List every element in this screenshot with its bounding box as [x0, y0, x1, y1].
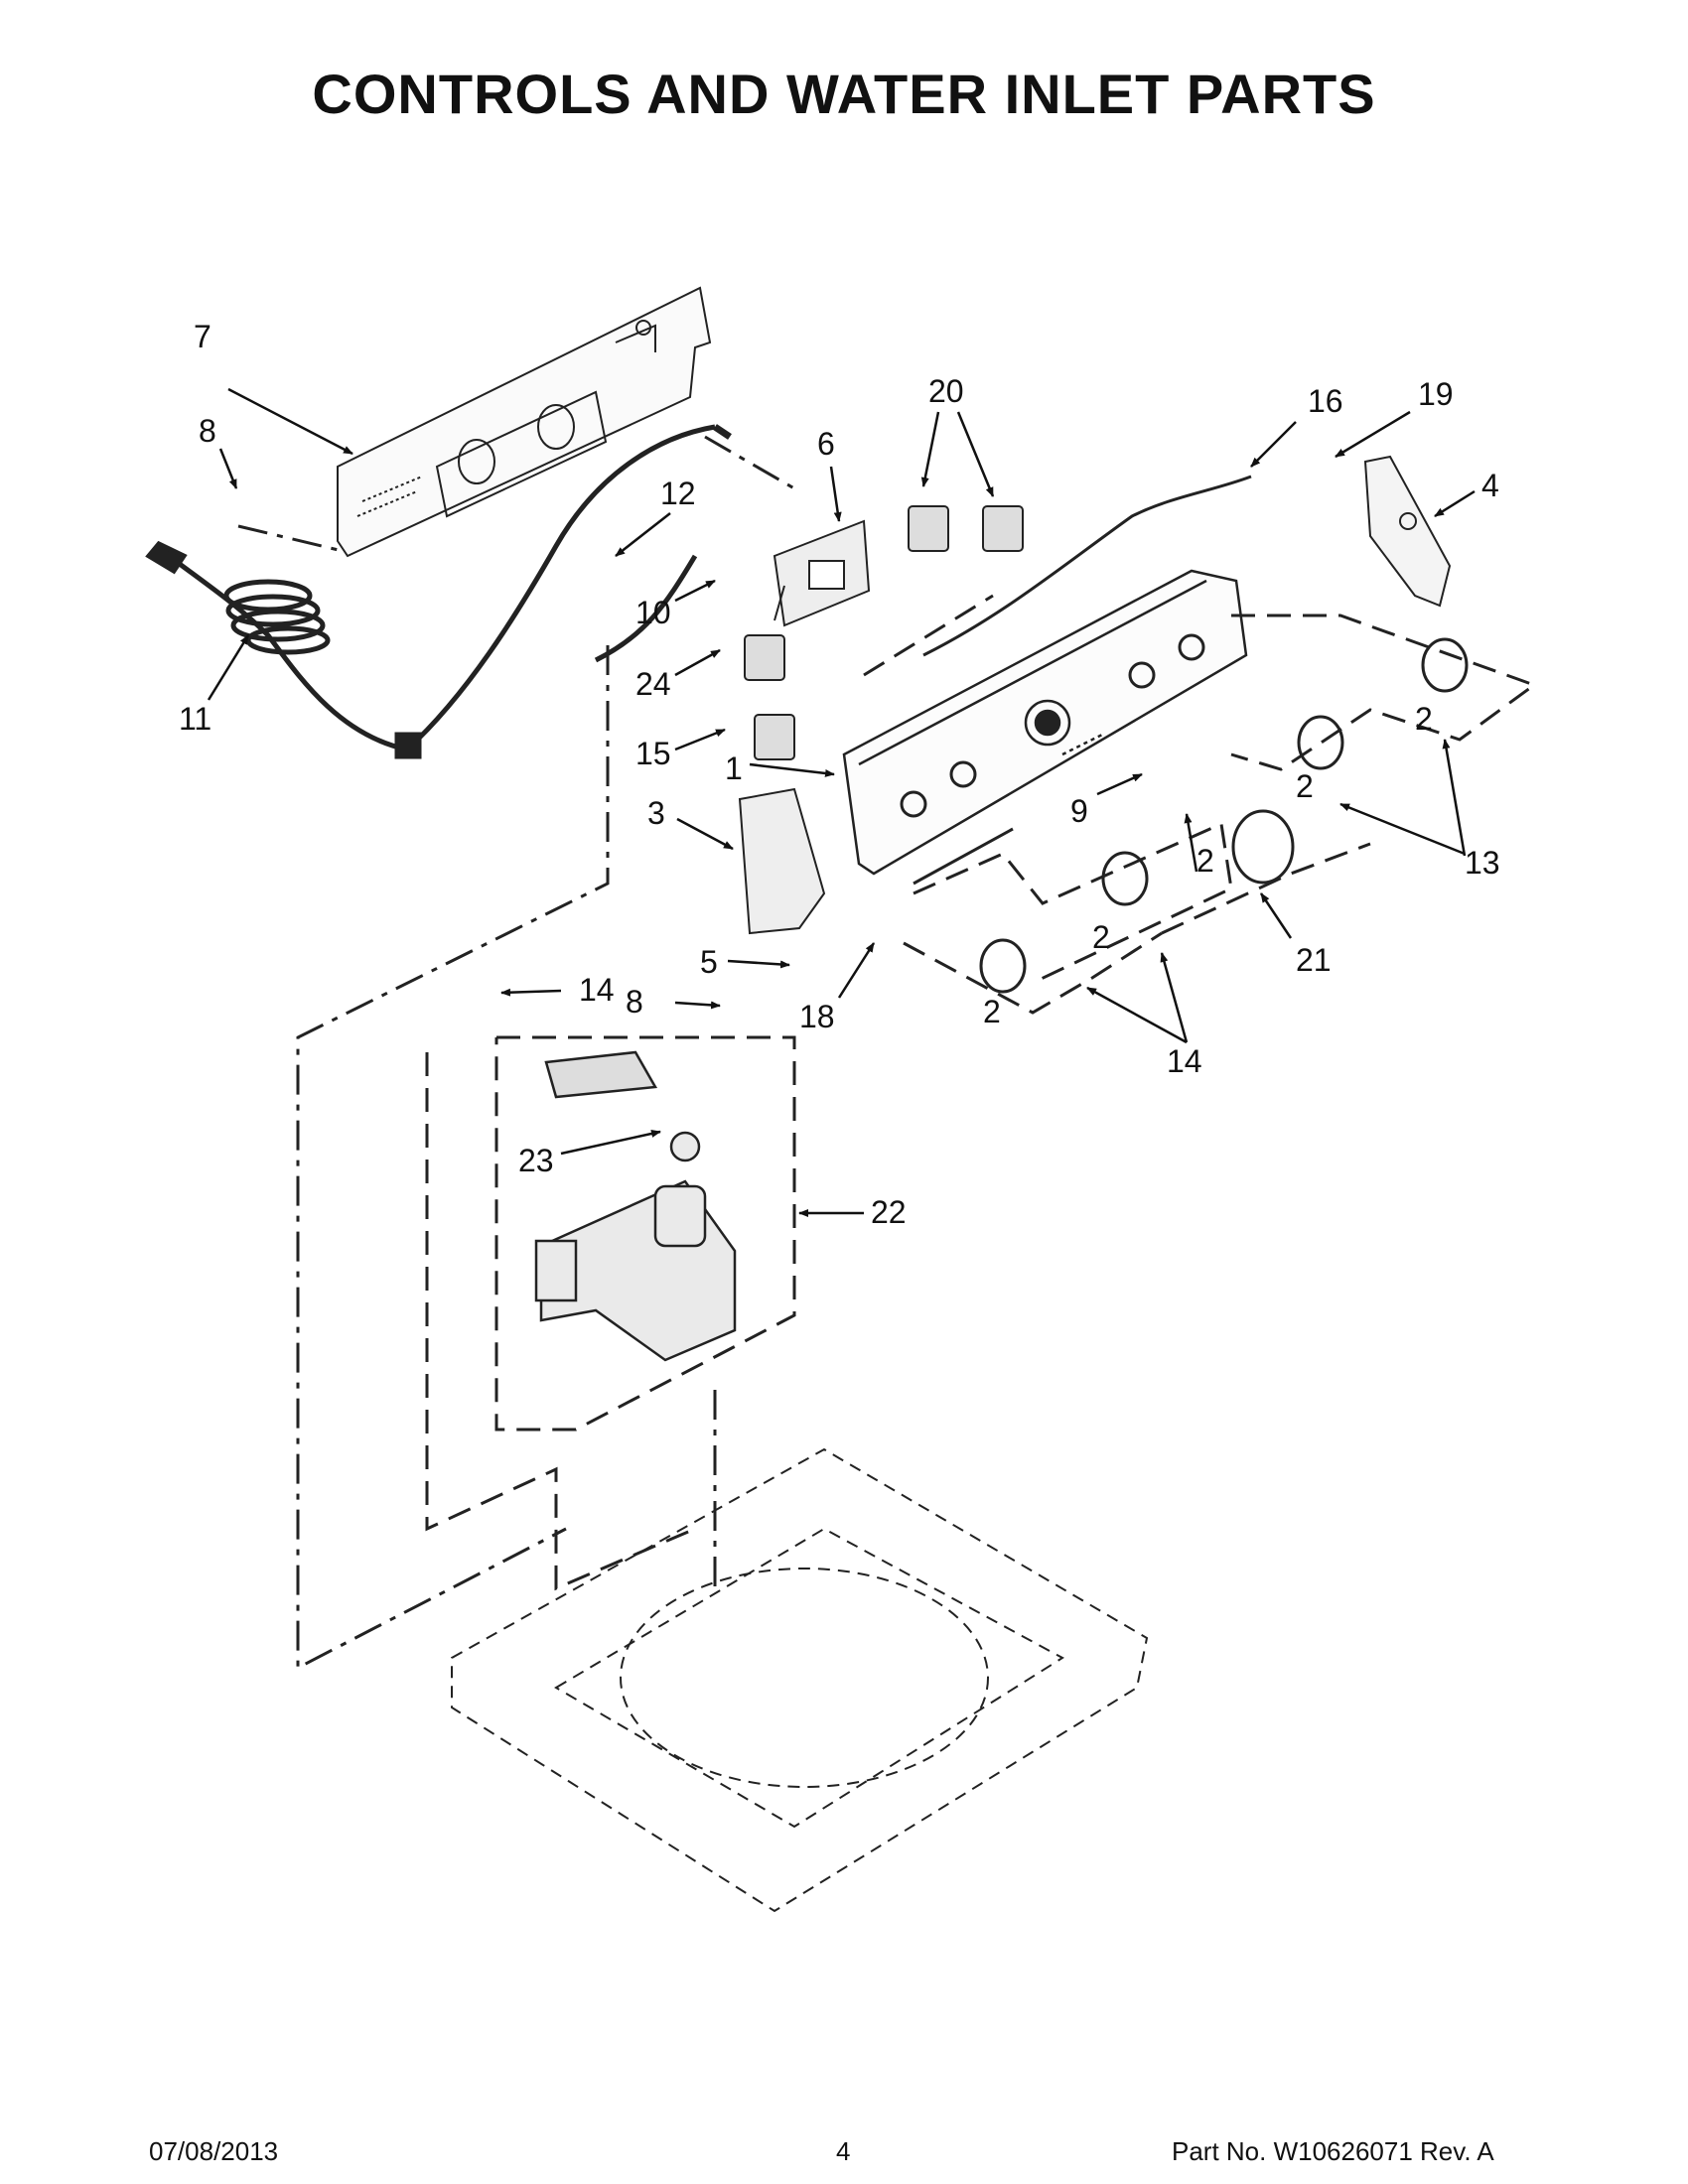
- callout-label: 6: [817, 426, 835, 462]
- callout-label: 8: [626, 984, 643, 1020]
- callout-label: 14: [579, 972, 615, 1008]
- knobs: [979, 637, 1469, 994]
- callout-label: 2: [1296, 768, 1314, 804]
- callout-label: 18: [799, 999, 835, 1034]
- callout-label: 8: [199, 413, 216, 449]
- electronic-control-board: [773, 519, 871, 627]
- callout-label: 9: [1070, 793, 1088, 829]
- callout-label: 12: [660, 476, 696, 511]
- washer-top: [451, 1447, 1149, 1913]
- side-bracket: [1363, 455, 1452, 608]
- callout-label: 2: [983, 994, 1001, 1029]
- end-cap: [738, 787, 826, 935]
- dashed-lines: [425, 594, 1538, 1591]
- callout-label: 2: [1415, 701, 1433, 737]
- callout-label: 23: [518, 1143, 554, 1178]
- callout-label: 20: [928, 373, 964, 409]
- callout-label: 7: [194, 319, 211, 354]
- assembly-lines: [237, 435, 800, 1671]
- callout-label: 2: [1196, 843, 1214, 879]
- callout-label: 15: [635, 736, 671, 771]
- footer-part-number: Part No. W10626071 Rev. A: [1172, 2136, 1494, 2166]
- control-console: [842, 569, 1248, 886]
- callout-label: 10: [635, 595, 671, 630]
- callout-label: 11: [179, 701, 211, 737]
- footer-date: 07/08/2013: [149, 2136, 279, 2166]
- power-cord: [145, 424, 732, 759]
- callout-label: 22: [871, 1194, 907, 1230]
- wire-harness-16: [922, 475, 1252, 657]
- callout-labels: 7 8 12 6 20 16 19 4 10 24 15 1 11 3 5 18…: [179, 319, 1500, 1230]
- callout-label: 16: [1308, 383, 1343, 419]
- water-inlet-valve: [534, 1050, 737, 1362]
- callout-label: 24: [635, 666, 671, 702]
- leader-arrows: [207, 387, 1476, 1217]
- page-title: CONTROLS AND WATER INLET PARTS: [312, 63, 1376, 125]
- rear-console-panel: [337, 286, 712, 558]
- footer-page-number: 4: [836, 2136, 851, 2166]
- callout-label: 2: [1092, 919, 1110, 955]
- callout-label: 21: [1296, 942, 1332, 978]
- callout-label: 13: [1465, 845, 1500, 881]
- callout-label: 4: [1481, 468, 1499, 503]
- callout-label: 14: [1167, 1043, 1202, 1079]
- callout-label: 19: [1418, 376, 1454, 412]
- callout-label: 5: [700, 944, 718, 980]
- callout-label: 3: [647, 795, 665, 831]
- callout-label: 1: [725, 751, 743, 786]
- switches: [744, 505, 1024, 760]
